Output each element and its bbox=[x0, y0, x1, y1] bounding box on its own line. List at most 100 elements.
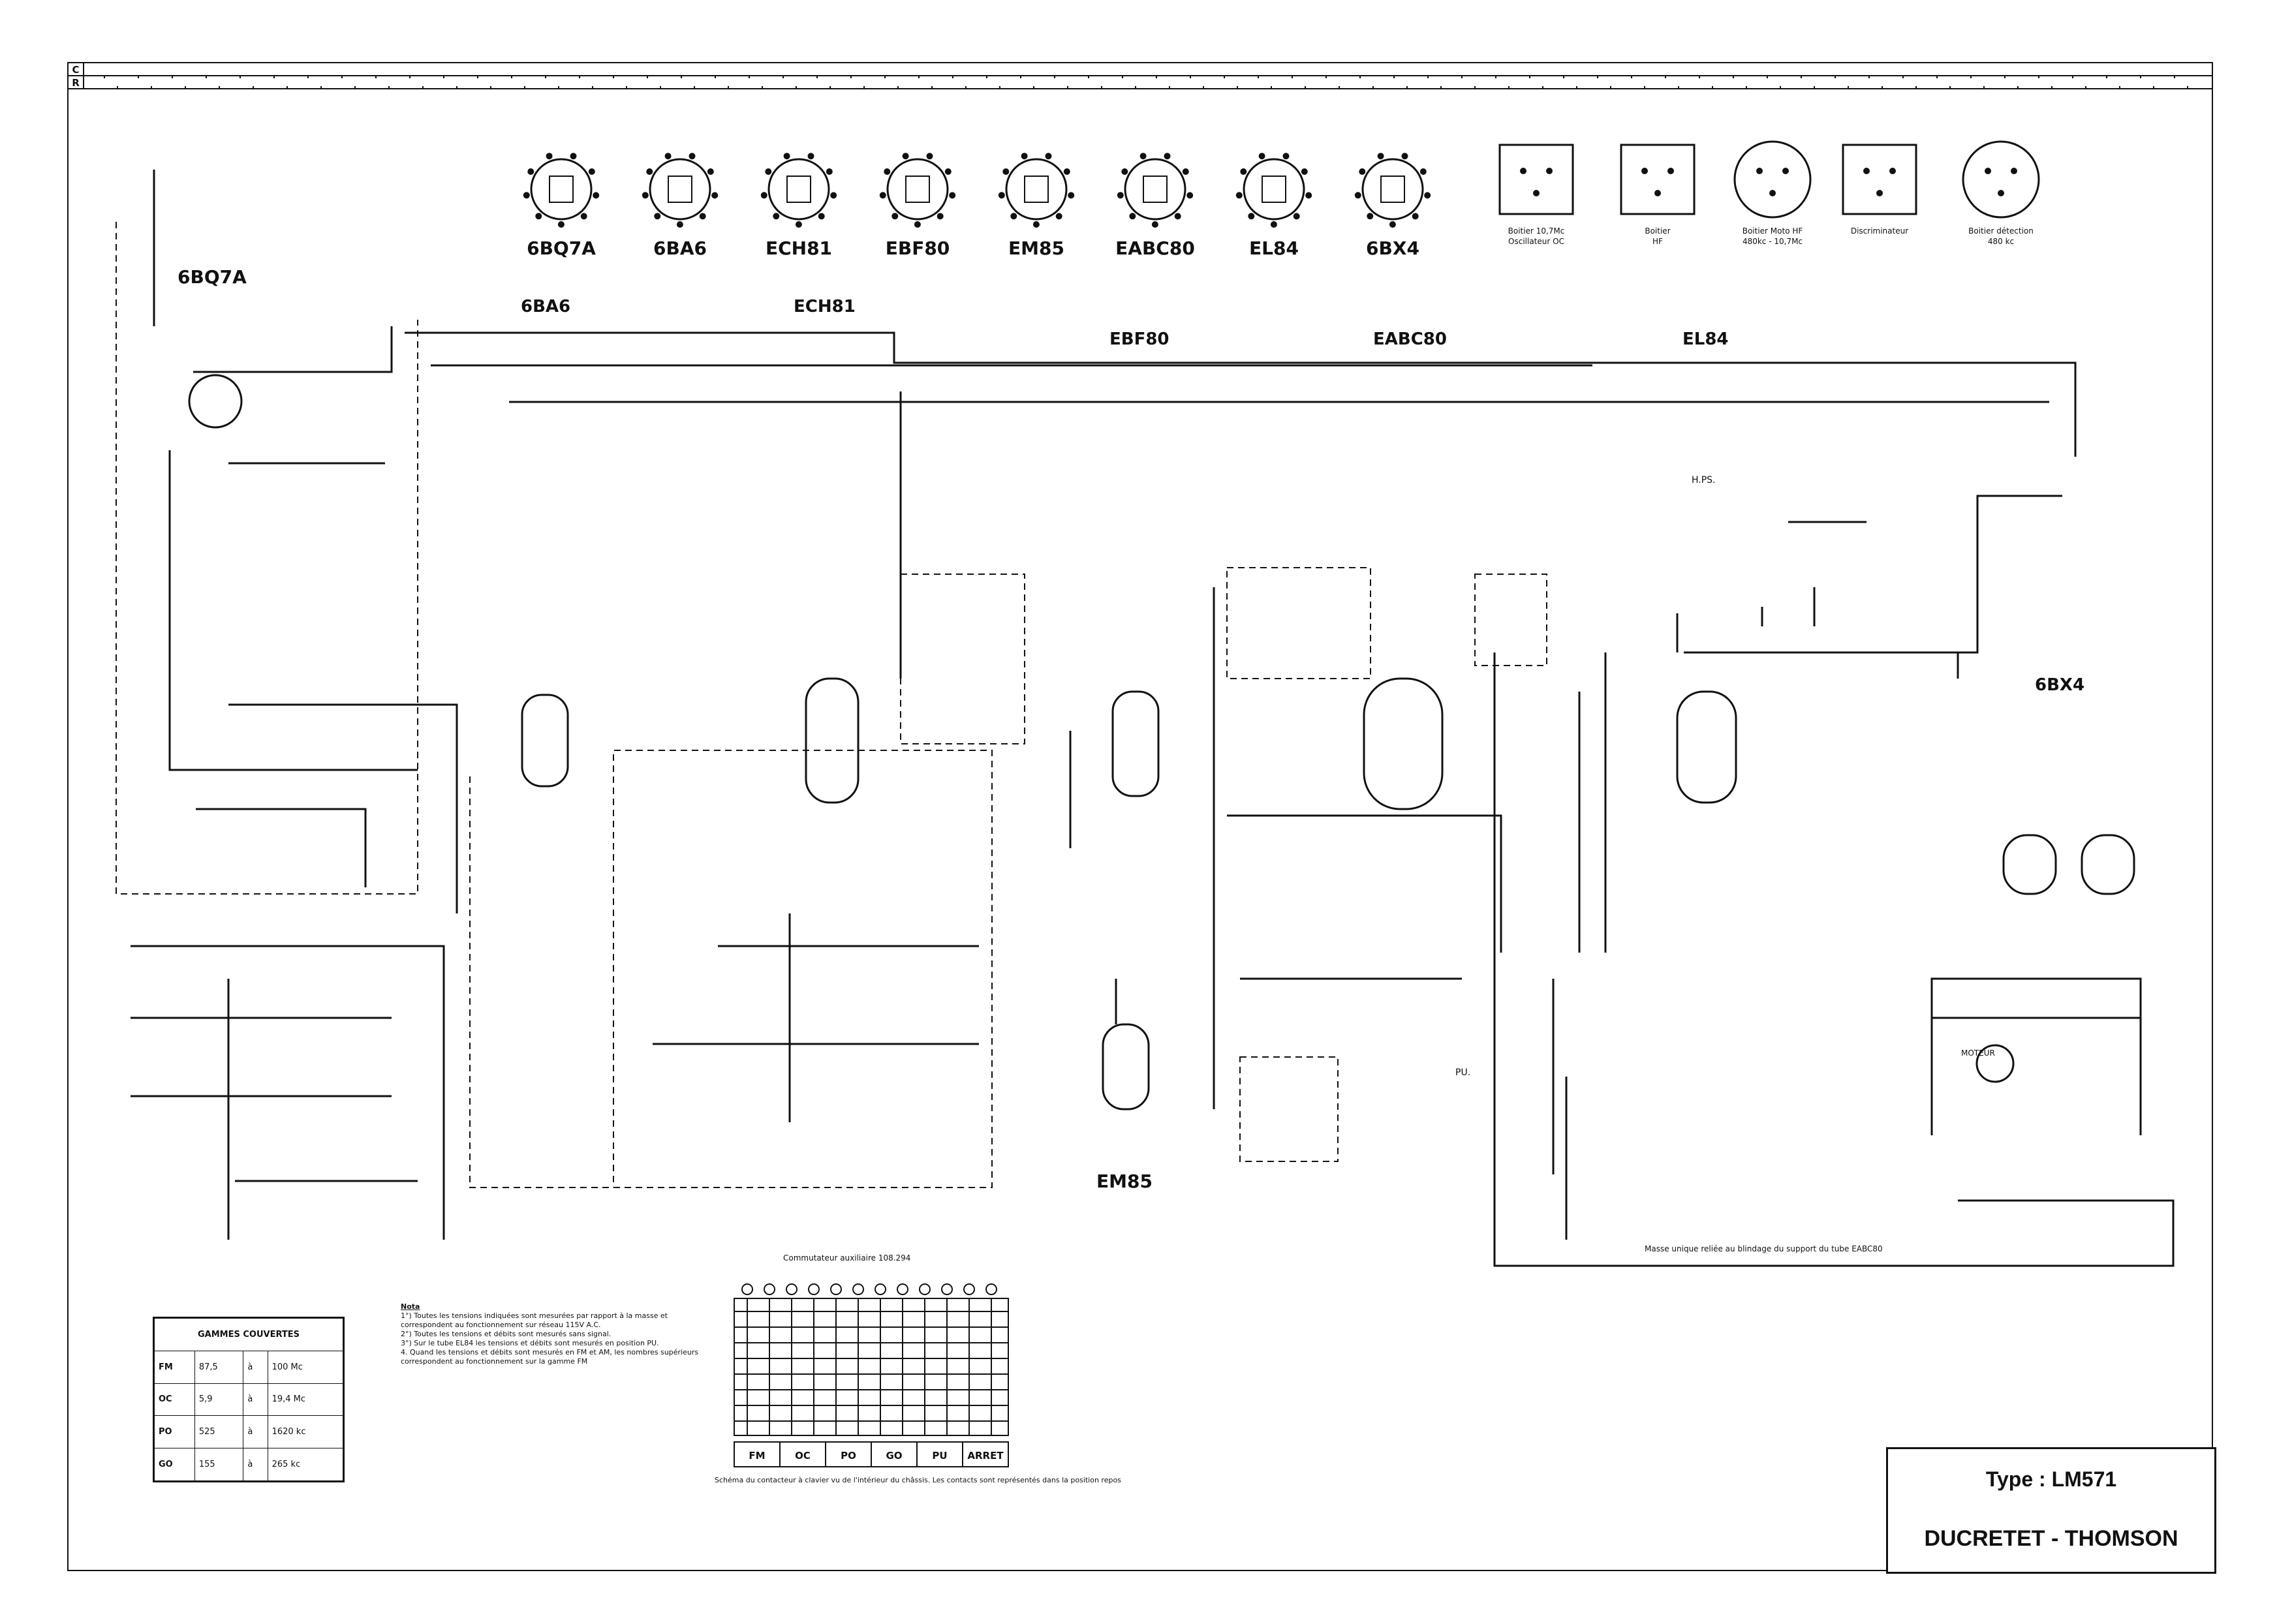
tube-pin bbox=[588, 168, 595, 175]
tube-pin bbox=[1248, 213, 1255, 220]
ruler-c-label: C bbox=[72, 64, 79, 76]
coil-pin bbox=[1641, 168, 1648, 174]
table-row: OC 5,9 à 19,4 Mc bbox=[154, 1383, 344, 1417]
tube-pin bbox=[884, 168, 891, 175]
notes-title: Nota bbox=[401, 1302, 420, 1311]
tube-pin bbox=[1419, 168, 1427, 175]
tube-pin bbox=[937, 213, 944, 220]
tube-pin bbox=[1117, 192, 1124, 199]
coil-pin bbox=[1889, 168, 1896, 174]
manufacturer: DUCRETET - THOMSON bbox=[1924, 1526, 2178, 1551]
bands-table: GAMMES COUVERTES FM 87,5 à 100 Mc OC 5,9… bbox=[153, 1317, 345, 1482]
tube-header-name: 6BA6 bbox=[653, 237, 707, 259]
tube-pin bbox=[1377, 153, 1384, 160]
switch-contact bbox=[852, 1283, 864, 1295]
coil-pin bbox=[1985, 168, 1991, 174]
tube-header-name: EABC80 bbox=[1115, 237, 1195, 259]
band-to: 19,4 Mc bbox=[267, 1383, 344, 1417]
model-type: Type : LM571 bbox=[1985, 1467, 2117, 1491]
band-code: OC bbox=[154, 1383, 195, 1417]
tube-pin bbox=[1174, 213, 1181, 220]
coil-box: Discriminateur bbox=[1842, 144, 1917, 236]
note-line: 2°) Toutes les tensions et débits sont m… bbox=[401, 1330, 612, 1338]
tube-label-em85: EM85 bbox=[1096, 1171, 1153, 1192]
tube-pin bbox=[1151, 221, 1158, 228]
tube-pin bbox=[1301, 168, 1308, 175]
tube-pin bbox=[1367, 213, 1374, 220]
tube-electrode bbox=[549, 176, 574, 203]
coil-box-label: Boitier Moto HF bbox=[1743, 226, 1803, 236]
switch-contact bbox=[919, 1283, 931, 1295]
tube-pin bbox=[1068, 192, 1075, 199]
tube-pin bbox=[1305, 192, 1312, 199]
tube-pin bbox=[998, 192, 1005, 199]
table-row: PO 525 à 1620 kc bbox=[154, 1415, 344, 1449]
coil-box-outline bbox=[1620, 144, 1696, 215]
tube-header-name: EL84 bbox=[1249, 237, 1299, 259]
switch-contact bbox=[786, 1283, 798, 1295]
tube-pin bbox=[642, 192, 649, 199]
tube-pin bbox=[1010, 213, 1017, 220]
tube-pin bbox=[1359, 168, 1366, 175]
tube-envelope bbox=[530, 158, 593, 221]
tube-envelope bbox=[1124, 158, 1186, 221]
tube-pin bbox=[891, 213, 899, 220]
tube-pin bbox=[580, 213, 587, 220]
tube-pin bbox=[1424, 192, 1431, 199]
masse-note: Masse unique reliée au blindage du suppo… bbox=[1645, 1244, 1883, 1253]
tube-pin bbox=[570, 153, 577, 160]
tube-pin bbox=[773, 213, 780, 220]
tube-pin bbox=[826, 168, 833, 175]
bands-table-title: GAMMES COUVERTES bbox=[154, 1318, 343, 1351]
tube-pin bbox=[1129, 213, 1136, 220]
switch-contact bbox=[985, 1283, 997, 1295]
tube-pin bbox=[654, 213, 661, 220]
tube-pin bbox=[1002, 168, 1010, 175]
tube-pin bbox=[1055, 213, 1062, 220]
tube-pinout: EM85 bbox=[998, 153, 1075, 259]
tube-pin bbox=[523, 192, 530, 199]
tube-pin bbox=[593, 192, 600, 199]
tube-electrode bbox=[1380, 176, 1405, 203]
band-sep: à bbox=[243, 1383, 268, 1417]
tube-pin bbox=[1293, 213, 1300, 220]
band-code: GO bbox=[154, 1448, 195, 1481]
switch-band-label: ARRET bbox=[967, 1450, 1004, 1462]
tube-pin bbox=[1045, 153, 1052, 160]
tube-electrode bbox=[1262, 176, 1286, 203]
tube-header-name: ECH81 bbox=[766, 237, 832, 259]
tube-pin bbox=[818, 213, 825, 220]
coil-box-label: Boitier détection bbox=[1968, 226, 2034, 236]
pickup-label: PU. bbox=[1455, 1067, 1470, 1078]
ruler-ticks bbox=[104, 76, 2188, 89]
tube-header-name: EM85 bbox=[1008, 237, 1064, 259]
tube-pin bbox=[646, 168, 653, 175]
note-line: 1°) Toutes les tensions indiquées sont m… bbox=[401, 1311, 668, 1329]
coil-box-label: Boitier bbox=[1645, 226, 1670, 236]
switch-contact bbox=[830, 1283, 842, 1295]
band-to: 100 Mc bbox=[267, 1350, 344, 1384]
tube-pin bbox=[879, 192, 886, 199]
switch-contact bbox=[941, 1283, 953, 1295]
tube-pin bbox=[1021, 153, 1028, 160]
coil-pin bbox=[2011, 168, 2017, 174]
tube-pin bbox=[783, 153, 790, 160]
tube-pinout: 6BQ7A bbox=[523, 153, 600, 259]
band-sep: à bbox=[243, 1448, 268, 1481]
switch-matrix bbox=[734, 1283, 1009, 1467]
tube-pinout: EBF80 bbox=[879, 153, 956, 259]
sheet-border bbox=[67, 62, 2213, 1571]
switch-band-label: GO bbox=[886, 1450, 902, 1462]
switch-contact bbox=[741, 1283, 753, 1295]
coil-pin bbox=[1520, 168, 1526, 174]
tube-pin bbox=[765, 168, 772, 175]
tube-label-el84: EL84 bbox=[1682, 329, 1729, 349]
band-from: 525 bbox=[194, 1415, 244, 1449]
coil-pin bbox=[1782, 168, 1789, 174]
tube-pinout: ECH81 bbox=[760, 153, 837, 259]
tube-pin bbox=[1186, 192, 1194, 199]
tube-label-6bx4: 6BX4 bbox=[2035, 675, 2084, 695]
